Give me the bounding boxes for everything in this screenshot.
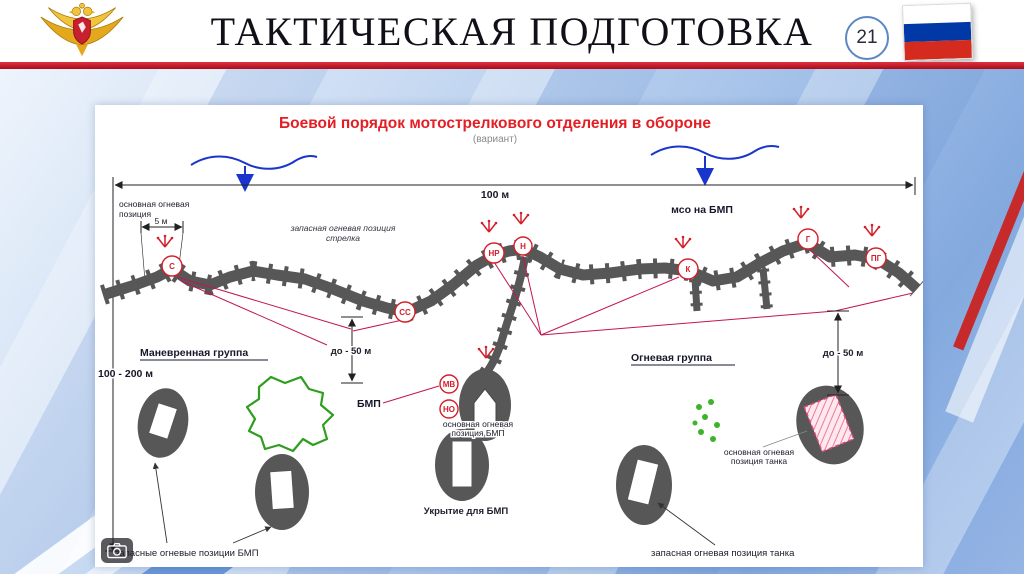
flag-stripe-white (903, 3, 971, 25)
diagram-subtitle: (вариант) (473, 134, 517, 145)
dimension-50m-left (341, 316, 363, 384)
fire-mark-icon (791, 204, 811, 219)
fire-sector-lines (176, 250, 914, 404)
tank-reserve-pointer (657, 502, 716, 546)
position-marker-ss: СС (394, 301, 416, 323)
mod-eagle-emblem-icon (34, 2, 130, 60)
label-100m: 100 м (481, 189, 509, 201)
trench-stub-1 (689, 278, 703, 312)
position-marker-n: Н (513, 236, 533, 256)
tactical-diagram: Боевой порядок мотострелкового отделения… (97, 115, 923, 559)
page-number-badge: 21 (845, 16, 889, 60)
label-bmp-reserve: запасные огневые позиции БМП (115, 548, 259, 559)
vehicle-symbol (626, 458, 660, 506)
label-mso-on-bmp: мсо на БМП (671, 204, 733, 216)
svg-text:МВ: МВ (443, 380, 456, 389)
page-number: 21 (856, 27, 878, 48)
trench-stub-2 (757, 268, 773, 310)
flag-stripe-red (904, 39, 972, 61)
bmp-main-position (459, 369, 511, 441)
diagram-title: Боевой порядок мотострелкового отделения… (279, 115, 711, 132)
vegetation-dots (692, 399, 720, 442)
svg-text:Г: Г (806, 235, 811, 244)
label-bmp-main-1: основная огневая (443, 419, 514, 429)
reserve-pit-2 (255, 454, 309, 530)
reserve-pit-3 (616, 445, 672, 525)
vegetation-bush (245, 375, 335, 453)
position-marker-k: К (677, 258, 699, 280)
header-divider (0, 62, 1024, 69)
fire-mark-icon (862, 222, 882, 237)
fire-mark-icon (511, 210, 531, 225)
svg-text:НО: НО (443, 405, 455, 414)
russian-flag-icon (902, 2, 973, 62)
label-50m-right: до - 50 м (823, 348, 864, 359)
position-marker-mv: МВ (439, 374, 459, 394)
slide-content-panel: Боевой порядок мотострелкового отделения… (95, 105, 923, 567)
vehicle-symbol (269, 469, 295, 511)
bmp-vehicle-symbol (473, 388, 497, 436)
label-reserve-rifleman-2: стрелка (326, 233, 360, 243)
label-5m: 5 м (155, 216, 168, 226)
svg-text:С: С (169, 262, 175, 271)
page-title: ТАКТИЧЕСКАЯ ПОДГОТОВКА (210, 9, 814, 54)
bmp-shelter-pit (435, 429, 489, 501)
svg-text:К: К (686, 265, 691, 274)
camera-icon[interactable] (101, 538, 133, 563)
svg-text:ПГ: ПГ (871, 254, 882, 263)
flag-stripe-blue (903, 21, 972, 43)
label-main-fire-2: позиция (119, 209, 151, 219)
label-bmp-shelter: Укрытие для БМП (424, 506, 509, 517)
label-tank-reserve: запасная огневая позиция танка (651, 548, 795, 559)
position-marker-g: Г (797, 228, 819, 250)
label-50m-left: до - 50 м (331, 346, 372, 357)
label-tank-main-1: основная огневая (724, 447, 795, 457)
position-marker-nr: НР (483, 242, 505, 264)
svg-text:НР: НР (488, 249, 500, 258)
tank-position-symbol (803, 393, 855, 453)
dimension-50m-right (827, 310, 849, 396)
reserve-pit-1 (137, 388, 189, 458)
main-trench-line (100, 232, 923, 323)
label-bmp-main-2: позиция БМП (451, 428, 504, 438)
label-maneuver-group: Маневренная группа (140, 347, 248, 359)
fire-mark-icon (155, 233, 175, 248)
label-tank-main-2: позиция танка (731, 456, 788, 466)
fire-mark-icon (673, 234, 693, 249)
svg-text:СС: СС (399, 308, 411, 317)
communication-trench (478, 255, 533, 380)
vehicle-symbol (451, 440, 473, 488)
fire-mark-icon (479, 218, 499, 233)
position-marker-pg: ПГ (865, 247, 887, 269)
slide-header: ТАКТИЧЕСКАЯ ПОДГОТОВКА 21 (0, 0, 1024, 63)
label-main-fire-1: основная огневая (119, 199, 190, 209)
position-marker-no: НО (439, 399, 459, 419)
label-fire-group: Огневая группа (631, 352, 712, 364)
label-bmp: БМП (357, 398, 381, 410)
label-100-200m: 100 - 200 м (98, 368, 153, 380)
tank-label-pointer (762, 430, 808, 448)
label-reserve-rifleman-1: запасная огневая позиция (290, 223, 396, 233)
vehicle-symbol (147, 402, 179, 440)
dimension-100m (112, 177, 916, 195)
tank-main-pit (796, 385, 864, 465)
enemy-front-symbol-right (650, 145, 780, 186)
position-marker-s: С (161, 255, 183, 277)
enemy-front-symbol-left (190, 155, 318, 192)
bmp-reserve-pointers (152, 462, 272, 544)
svg-text:Н: Н (520, 242, 526, 251)
